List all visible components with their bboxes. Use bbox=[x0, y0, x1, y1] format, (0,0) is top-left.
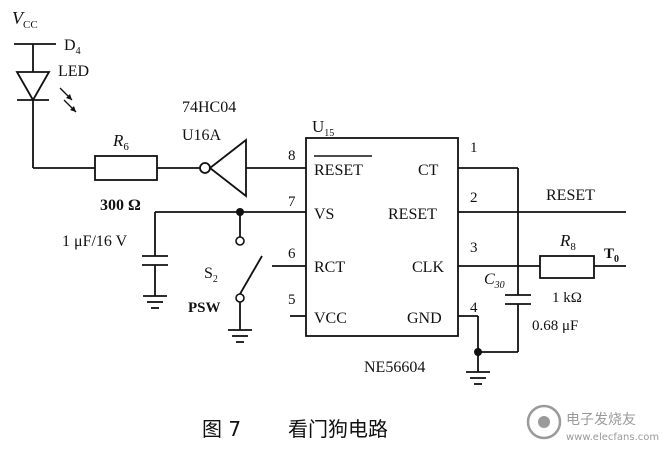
led-d4-symbol bbox=[15, 71, 77, 113]
resistor-r6 bbox=[94, 155, 158, 181]
pin-gnd-name: GND bbox=[407, 310, 442, 327]
pin-rct-name: RCT bbox=[314, 259, 345, 276]
r8-value: 1 kΩ bbox=[552, 290, 582, 306]
s2-label: S2 bbox=[204, 265, 218, 285]
resistor-r8 bbox=[539, 255, 595, 279]
pin-6-number: 6 bbox=[288, 246, 296, 262]
c30-value: 0.68 μF bbox=[532, 318, 578, 334]
pin-vs-name: VS bbox=[314, 206, 334, 223]
pin-ct-name: CT bbox=[418, 162, 439, 179]
vcc-label: VCC bbox=[12, 8, 38, 31]
r6-label: R6 bbox=[112, 131, 129, 153]
pin-vcc-name: VCC bbox=[314, 310, 347, 327]
ic-ref-label: U15 bbox=[312, 117, 334, 139]
ground-symbol-switch bbox=[228, 329, 252, 343]
pin-5-number: 5 bbox=[288, 292, 296, 308]
c30-label: C30 bbox=[484, 271, 505, 291]
cap-value-label: 1 μF/16 V bbox=[62, 233, 128, 250]
gnd-junction-dot bbox=[474, 348, 482, 356]
pin-1-number: 1 bbox=[470, 140, 478, 156]
svg-text:电子发烧友: 电子发烧友 bbox=[566, 412, 636, 428]
figure-title: 看门狗电路 bbox=[288, 417, 388, 441]
pin-8-number: 8 bbox=[288, 148, 296, 164]
inverter-u16a-symbol bbox=[199, 138, 247, 198]
psw-label: PSW bbox=[188, 300, 221, 316]
ic-u15-body bbox=[305, 137, 459, 337]
svg-text:www.elecfans.com: www.elecfans.com bbox=[566, 432, 659, 443]
pin-reset-bar-name: RESET bbox=[314, 162, 363, 179]
ground-symbol-cap bbox=[143, 295, 167, 309]
ground-symbol-ic bbox=[466, 371, 490, 385]
inverter-ref-label: U16A bbox=[182, 127, 222, 144]
pin-4-number: 4 bbox=[470, 300, 478, 316]
r6-value: 300 Ω bbox=[100, 197, 141, 214]
r8-label: R8 bbox=[559, 231, 576, 253]
pin-clk-name: CLK bbox=[412, 259, 444, 276]
pin-3-number: 3 bbox=[470, 240, 478, 256]
watermark-logo: 电子发烧友 www.elecfans.com bbox=[526, 404, 659, 443]
capacitor-c30 bbox=[505, 294, 531, 305]
switch-bottom-contact bbox=[235, 293, 245, 303]
capacitor-1uf bbox=[142, 255, 168, 266]
ic-part-label: NE56604 bbox=[364, 359, 425, 376]
led-label: LED bbox=[58, 63, 89, 80]
t0-label: T0 bbox=[604, 246, 619, 265]
pin-7-number: 7 bbox=[288, 194, 296, 210]
reset-output-label: RESET bbox=[546, 187, 595, 204]
inverter-type-label: 74HC04 bbox=[182, 99, 236, 116]
switch-s2-lever[interactable] bbox=[239, 255, 263, 295]
figure-number: 图 7 bbox=[202, 417, 241, 441]
d4-label: D4 bbox=[64, 37, 81, 57]
pin-reset-name: RESET bbox=[388, 206, 437, 223]
pin-2-number: 2 bbox=[470, 190, 478, 206]
switch-top-contact bbox=[235, 236, 245, 246]
